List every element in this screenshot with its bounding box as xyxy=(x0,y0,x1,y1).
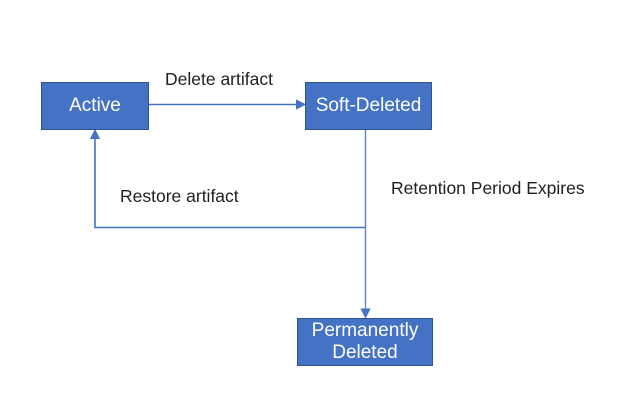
edge-restore-artifact xyxy=(89,128,366,229)
edge-restore-arrowhead-icon xyxy=(89,128,101,139)
edge-restore-line xyxy=(94,137,366,229)
edge-retention-arrowhead-icon xyxy=(360,308,371,319)
edge-label-retention-period-expires: Retention Period Expires xyxy=(391,178,585,198)
node-permanently-deleted: Permanently Deleted xyxy=(297,318,433,366)
node-active: Active xyxy=(41,82,149,130)
edge-label-restore-artifact: Restore artifact xyxy=(120,186,239,206)
edge-delete-artifact xyxy=(149,99,307,110)
edge-retention-expires xyxy=(360,130,371,319)
edge-label-delete-artifact: Delete artifact xyxy=(165,69,273,89)
edge-delete-arrowhead-icon xyxy=(296,99,307,110)
node-soft-deleted: Soft-Deleted xyxy=(305,82,432,130)
